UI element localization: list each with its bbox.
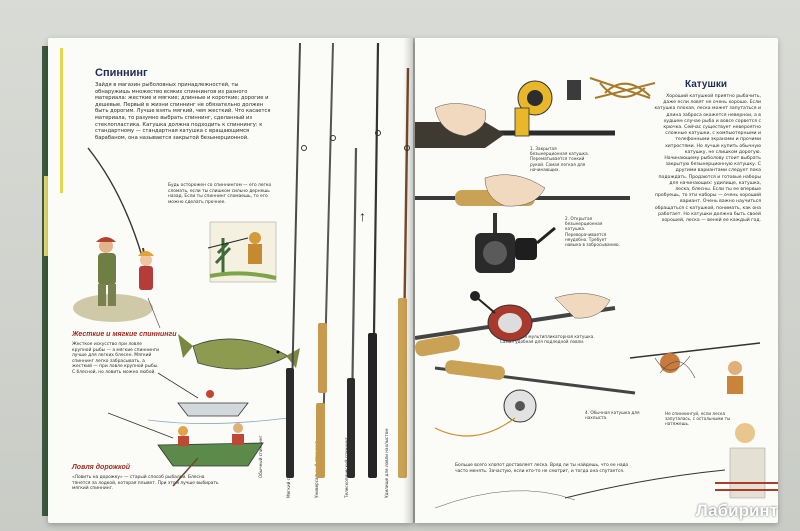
closed-reel-illustration: [415, 80, 615, 148]
left-page-illustrations: [73, 42, 410, 487]
caption-spinning-warning: Будь осторожен со спиннингом — его легко…: [168, 183, 272, 205]
motorboat-illustration: [147, 372, 289, 424]
spinning-intro-text: Зайдя в магазин рыболовных принадлежност…: [95, 82, 271, 141]
labirint-watermark: Лабиринт: [695, 501, 778, 520]
baitcast-reel-illustration: [415, 291, 616, 357]
book-cover-edge: [42, 46, 50, 516]
tangled-line-illustration: [589, 77, 656, 99]
rod-arrow: ↑: [359, 208, 366, 224]
reel-caption-4: 4. Обычная катушка для нахлыста.: [585, 410, 640, 421]
page-accent-bar: [60, 48, 63, 193]
fisherman-illustration: [73, 147, 161, 329]
boy-with-rod-scene: [207, 221, 277, 283]
spinning-reel-illustration: [415, 174, 630, 273]
reel-caption-2: 2. Открытая безынерционная катушка. Пере…: [565, 216, 620, 248]
reel-caption-3: 3. Открытая мультипликаторная катушка. С…: [500, 334, 595, 345]
fly-reel-illustration: [434, 360, 636, 437]
boy-casting-illustration: [434, 423, 778, 509]
tangled-fisherman-illustration: [629, 342, 761, 394]
section-trolling-text: «Ловить на дорожку» — старый способ рыба…: [72, 475, 219, 492]
page-title-spinning: Спиннинг: [95, 67, 148, 79]
line-tangle-text: Больше всего хлопот доставляет леска. Вр…: [455, 463, 629, 474]
tangle-warning-text: Не спиннингуй, если леска запуталась, с …: [665, 411, 731, 427]
section-hard-soft-title: Жесткие и мягкие спиннинги: [72, 331, 177, 338]
left-page: Спиннинг Зайдя в магазин рыболовных прин…: [48, 38, 413, 523]
section-hard-soft-text: Жесткое искусство при ловле крупной рыбы…: [72, 342, 160, 375]
pike-fish-illustration: [178, 334, 300, 370]
reel-caption-1: 1. Закрытая безынерционная катушка. Пере…: [530, 146, 589, 172]
page-title-reels: Катушки: [685, 79, 727, 90]
section-trolling-title: Ловля дорожкой: [72, 464, 131, 471]
right-page: Катушки Хороший катушкой приятно рыбачит…: [415, 38, 778, 523]
reels-intro-text: Хороший катушкой приятно рыбачить, даже …: [654, 94, 761, 224]
rowboat-illustration: [107, 412, 264, 487]
fishing-rods: [286, 42, 410, 479]
right-page-illustrations: [415, 77, 778, 509]
open-book: Спиннинг Зайдя в магазин рыболовных прин…: [42, 38, 778, 523]
